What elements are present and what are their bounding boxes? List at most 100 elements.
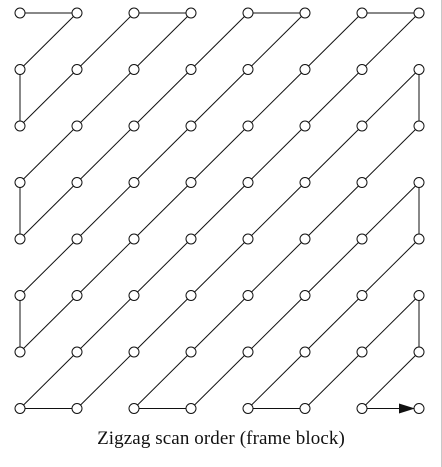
grid-node xyxy=(71,177,83,188)
scan-segment xyxy=(23,72,74,123)
grid-node xyxy=(14,177,26,188)
grid-node xyxy=(242,7,254,19)
grid-node xyxy=(242,346,254,358)
grid-node xyxy=(413,346,425,358)
grid-node xyxy=(356,64,368,75)
grid-node xyxy=(128,403,140,414)
figure-caption: Zigzag scan order (frame block) xyxy=(97,428,345,449)
scan-segment xyxy=(80,72,131,123)
scan-segment xyxy=(251,129,302,180)
scan-segment xyxy=(23,185,74,236)
grid-node xyxy=(299,7,311,19)
scan-segment xyxy=(365,185,416,236)
grid-node xyxy=(128,346,140,358)
scan-segment xyxy=(137,242,188,293)
scan-segment xyxy=(251,298,302,349)
scan-segment xyxy=(23,242,74,293)
grid-node xyxy=(14,346,26,358)
grid-node xyxy=(356,233,368,245)
scan-segment xyxy=(23,298,74,349)
grid-node xyxy=(356,7,368,19)
grid-node xyxy=(413,290,425,301)
scan-segment xyxy=(23,16,74,67)
grid-node xyxy=(185,64,197,75)
scan-segment xyxy=(251,72,302,123)
scan-segment xyxy=(308,72,359,123)
scan-segment xyxy=(194,16,245,67)
scan-segment xyxy=(194,129,245,180)
grid-node xyxy=(356,403,368,414)
grid-node xyxy=(299,120,311,132)
grid-node xyxy=(356,290,368,301)
scan-segment xyxy=(365,355,416,406)
scan-segment xyxy=(194,298,245,349)
scan-path xyxy=(19,12,420,414)
grid-node xyxy=(185,7,197,19)
grid-node xyxy=(71,403,83,414)
grid-node xyxy=(128,64,140,75)
grid-node xyxy=(356,177,368,188)
scan-segment xyxy=(365,129,416,180)
grid-node xyxy=(71,120,83,132)
grid-node xyxy=(14,64,26,75)
scan-segment xyxy=(80,129,131,180)
grid-node xyxy=(356,346,368,358)
scan-segment xyxy=(137,355,188,406)
scan-segment xyxy=(365,242,416,293)
grid-node xyxy=(299,177,311,188)
grid-node xyxy=(71,64,83,75)
grid-node xyxy=(242,64,254,75)
grid-node xyxy=(413,177,425,188)
scan-segment xyxy=(80,298,131,349)
scan-segment xyxy=(251,16,302,67)
scan-segment xyxy=(23,355,74,406)
node-grid xyxy=(14,7,425,414)
scan-segment xyxy=(80,185,131,236)
grid-node xyxy=(185,403,197,414)
scan-segment xyxy=(308,242,359,293)
scan-segment xyxy=(137,298,188,349)
grid-node xyxy=(185,120,197,132)
grid-node xyxy=(71,233,83,245)
grid-node xyxy=(185,290,197,301)
scan-segment xyxy=(194,72,245,123)
grid-node xyxy=(185,346,197,358)
grid-node xyxy=(185,233,197,245)
grid-node xyxy=(71,7,83,19)
scan-segment xyxy=(308,355,359,406)
scan-segment xyxy=(137,16,188,67)
grid-node xyxy=(14,233,26,245)
scan-segment xyxy=(194,242,245,293)
scan-segment xyxy=(137,129,188,180)
scan-segment xyxy=(137,72,188,123)
scan-segment xyxy=(23,129,74,180)
scan-segment xyxy=(308,129,359,180)
scan-segment xyxy=(194,185,245,236)
grid-node xyxy=(299,64,311,75)
grid-node xyxy=(413,64,425,75)
scan-segment xyxy=(251,355,302,406)
grid-node xyxy=(242,177,254,188)
scan-segment xyxy=(194,355,245,406)
grid-node xyxy=(356,120,368,132)
scan-segment xyxy=(308,185,359,236)
grid-node xyxy=(242,120,254,132)
grid-node xyxy=(413,403,425,414)
grid-node xyxy=(14,403,26,414)
grid-node xyxy=(413,7,425,19)
scan-segment xyxy=(80,355,131,406)
scan-segment xyxy=(365,298,416,349)
scan-segment xyxy=(251,185,302,236)
grid-node xyxy=(128,177,140,188)
grid-node xyxy=(71,290,83,301)
scan-segment xyxy=(308,16,359,67)
grid-node xyxy=(128,120,140,132)
grid-node xyxy=(242,290,254,301)
grid-node xyxy=(299,290,311,301)
scan-segment xyxy=(137,185,188,236)
grid-node xyxy=(14,120,26,132)
grid-node xyxy=(413,233,425,245)
scan-segment xyxy=(308,298,359,349)
